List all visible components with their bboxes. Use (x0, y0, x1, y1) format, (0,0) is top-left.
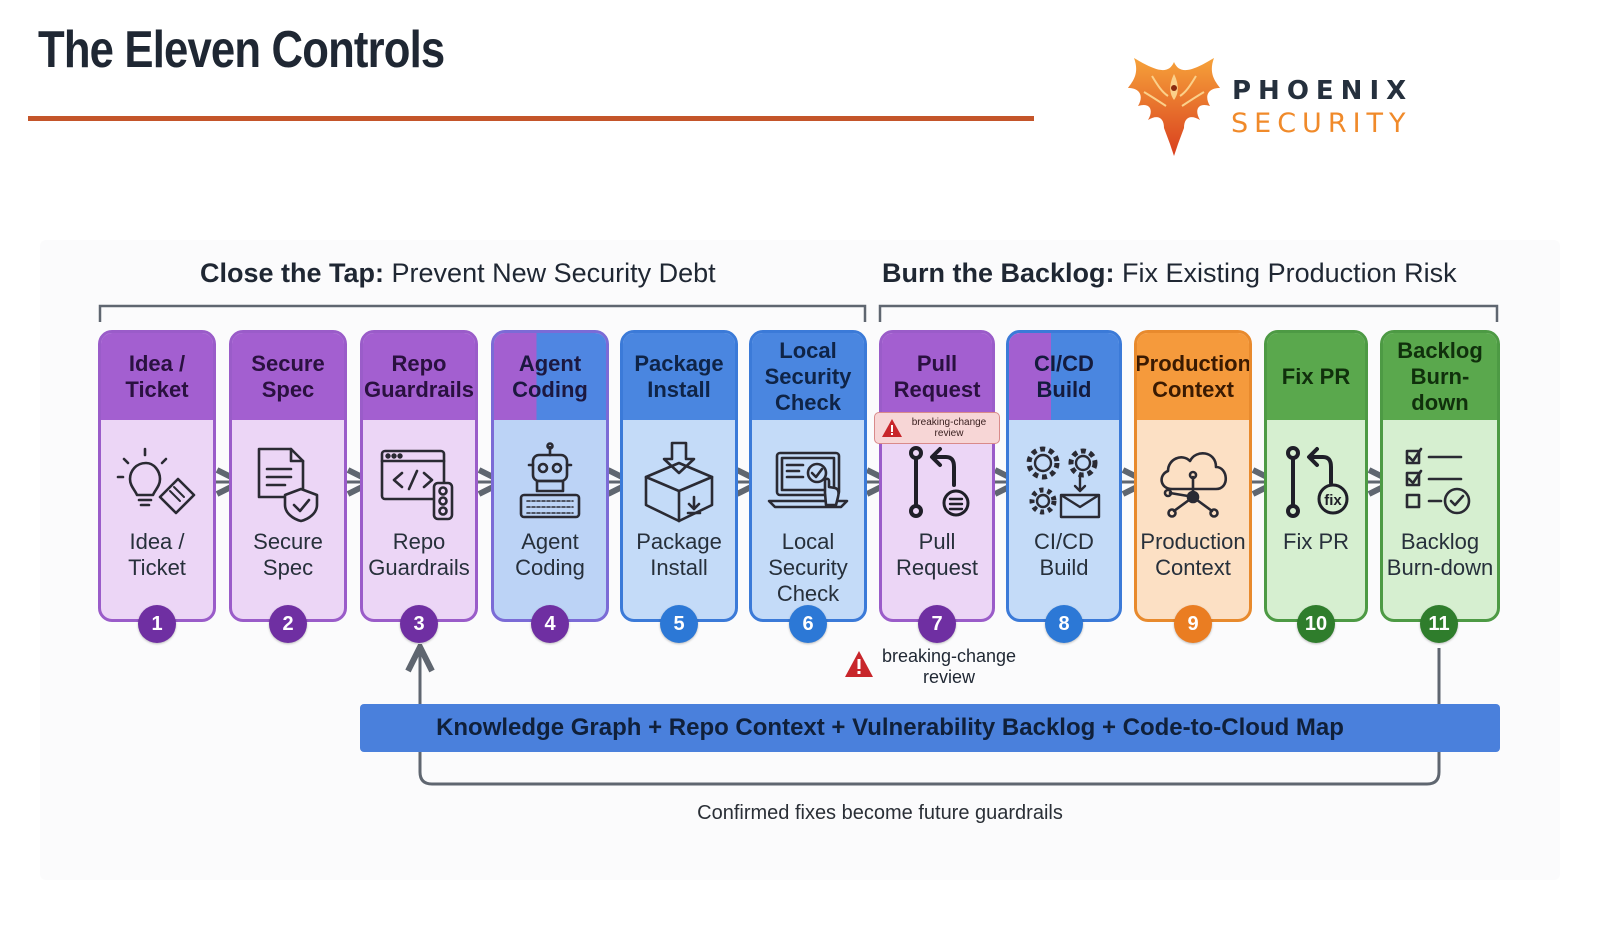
title-rule (28, 116, 1034, 121)
package-icon (644, 441, 714, 523)
section-heading-burn-the-backlog: Burn the Backlog: Fix Existing Productio… (882, 258, 1457, 288)
step-label: Agent Coding (515, 529, 585, 580)
step-header: CI/CD Build (1009, 333, 1119, 420)
step-label: CI/CD Build (1034, 529, 1094, 580)
step-number-badge: 6 (789, 605, 827, 643)
breaking-change-note: breaking-change review (842, 646, 1026, 692)
step-header: Agent Coding (494, 333, 606, 420)
page-title: The Eleven Controls (38, 21, 445, 79)
step-label: Repo Guardrails (368, 529, 470, 580)
step-card-local-security-check: Local Security Check Local Security Chec… (749, 330, 867, 622)
step-card-idea-ticket: Idea / Ticket Idea / Ticket (98, 330, 216, 622)
step-number-badge: 5 (660, 605, 698, 643)
step-number-badge: 10 (1297, 605, 1335, 643)
step-number-badge: 8 (1045, 605, 1083, 643)
step-card-agent-coding: Agent Coding Agent Coding (491, 330, 609, 622)
step-header: Backlog Burn-down (1383, 333, 1497, 420)
svg-text:fix: fix (1324, 492, 1342, 509)
checklist-icon (1405, 447, 1471, 515)
feedback-loop-caption: Confirmed fixes become future guardrails (697, 802, 1063, 824)
step-label: Fix PR (1283, 529, 1349, 554)
step-number-badge: 4 (531, 605, 569, 643)
pull-request-icon (909, 446, 970, 518)
step-label: Production Context (1140, 529, 1246, 580)
step-header: Repo Guardrails (363, 333, 475, 420)
step-card-pull-request: Pull Request Pull Request (879, 330, 995, 622)
step-number-badge: 2 (269, 605, 307, 643)
section-heading-close-the-tap: Close the Tap: Prevent New Security Debt (200, 258, 716, 288)
breaking-change-chip-text: breaking-change review (911, 417, 987, 439)
knowledge-graph-bar: Knowledge Graph + Repo Context + Vulnera… (360, 704, 1500, 752)
step-card-repo-guardrails: Repo Guardrails Repo Guardrails (360, 330, 478, 622)
warning-icon (845, 651, 873, 677)
step-header: Idea / Ticket (101, 333, 213, 420)
step-label: Idea / Ticket (128, 529, 186, 580)
gears-icon (1026, 446, 1101, 519)
laptop-check-icon (767, 451, 849, 509)
step-number-badge: 1 (138, 605, 176, 643)
breaking-change-chip: breaking-change review (874, 412, 1000, 444)
step-card-package-install: Package Install Package Install (620, 330, 738, 622)
step-label: Local Security Check (768, 529, 848, 606)
logo-text-phoenix: PHOENIX (1232, 76, 1414, 106)
step-header: Fix PR (1267, 333, 1365, 420)
step-card-secure-spec: Secure Spec Secure Spec (229, 330, 347, 622)
step-card-backlog-burndown: Backlog Burn-down Backlog Burn-down (1380, 330, 1500, 622)
idea-ticket-icon (116, 447, 196, 515)
step-header: Secure Spec (232, 333, 344, 420)
repo-guardrails-icon (380, 449, 454, 521)
fix-pr-icon: fix (1286, 446, 1349, 518)
step-number-badge: 7 (918, 605, 956, 643)
step-header: Local Security Check (752, 333, 864, 420)
warning-icon (882, 419, 902, 437)
step-label: Secure Spec (253, 529, 323, 580)
step-label: Pull Request (896, 529, 978, 580)
step-number-badge: 3 (400, 605, 438, 643)
step-card-cicd-build: CI/CD Build CI/CD Build (1006, 330, 1122, 622)
breaking-change-note-text: breaking-change review (881, 646, 1017, 687)
robot-icon (519, 442, 581, 519)
phoenix-logo: PHOENIX SECURITY (1124, 52, 1444, 160)
logo-text-security: SECURITY (1231, 108, 1412, 139)
phoenix-bird-icon (1128, 58, 1220, 156)
step-card-production-context: Production Context Production Context (1134, 330, 1252, 622)
step-card-fix-pr: Fix PR fix Fix PR (1264, 330, 1368, 622)
step-header: Pull Request (882, 333, 992, 420)
step-number-badge: 9 (1174, 605, 1212, 643)
step-number-badge: 11 (1420, 605, 1458, 643)
step-label: Backlog Burn-down (1386, 529, 1494, 580)
cloud-network-icon (1160, 452, 1228, 518)
secure-spec-icon (257, 447, 319, 523)
step-header: Production Context (1137, 333, 1249, 420)
step-header: Package Install (623, 333, 735, 420)
step-label: Package Install (636, 529, 722, 580)
